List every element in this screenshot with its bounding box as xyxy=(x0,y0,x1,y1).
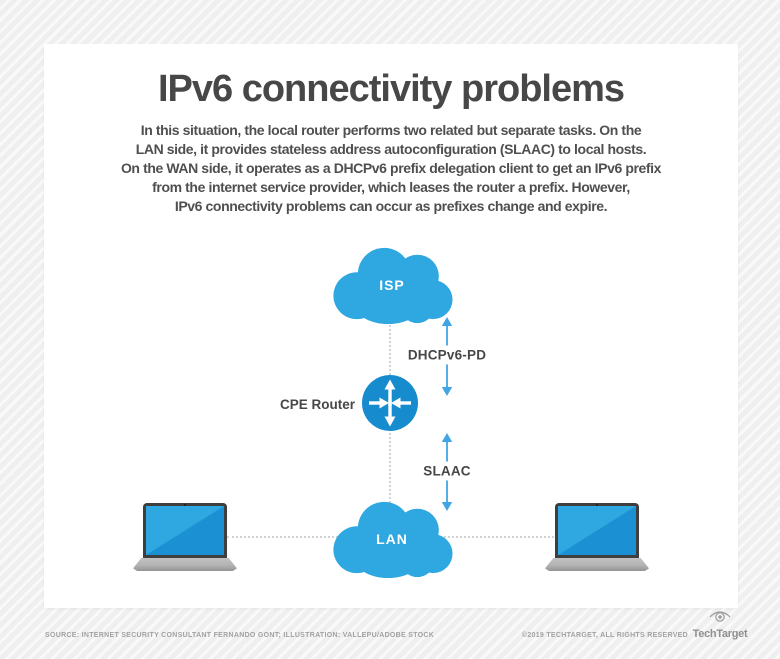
intro-line: In this situation, the local router perf… xyxy=(140,122,642,138)
laptop-display xyxy=(558,506,636,555)
host-laptop-right xyxy=(545,503,649,572)
router-crossed-arrows-icon xyxy=(362,375,418,431)
techtarget-logo: TechTarget xyxy=(692,609,748,642)
page-title: IPv6 connectivity problems xyxy=(157,68,625,110)
lan-cloud-label: LAN xyxy=(376,531,408,548)
techtarget-eye-icon xyxy=(709,611,731,622)
cloud-icon xyxy=(333,247,453,325)
lan-cloud: LAN xyxy=(326,497,458,579)
cpe-router-icon xyxy=(362,375,418,431)
laptop-base xyxy=(545,558,649,571)
source-credit: SOURCE: INTERNET SECURITY CONSULTANT FER… xyxy=(45,632,435,639)
dhcpv6-pd-label: DHCPv6-PD xyxy=(402,345,492,365)
laptop-screen-frame xyxy=(143,503,227,558)
slaac-label: SLAAC xyxy=(418,461,476,481)
copyright-notice: ©2019 TECHTARGET, ALL RIGHTS RESERVED xyxy=(521,632,688,639)
laptop-screen-frame xyxy=(555,503,639,558)
host-laptop-left xyxy=(133,503,237,572)
cloud-icon xyxy=(333,501,453,579)
techtarget-logo-text: TechTarget xyxy=(692,628,748,640)
content-card: IPv6 connectivity problems In this situa… xyxy=(44,44,738,608)
intro-line: On the WAN side, it operates as a DHCPv6… xyxy=(120,160,662,176)
intro-line: IPv6 connectivity problems can occur as … xyxy=(174,198,608,214)
intro-line: LAN side, it provides stateless address … xyxy=(135,141,647,157)
isp-cloud-label: ISP xyxy=(379,277,405,294)
intro-text: In this situation, the local router perf… xyxy=(44,121,738,216)
intro-line: from the internet service provider, whic… xyxy=(152,179,630,195)
isp-cloud: ISP xyxy=(326,243,458,325)
laptop-display xyxy=(146,506,224,555)
laptop-base xyxy=(133,558,237,571)
cpe-router-label: CPE Router xyxy=(279,397,355,412)
